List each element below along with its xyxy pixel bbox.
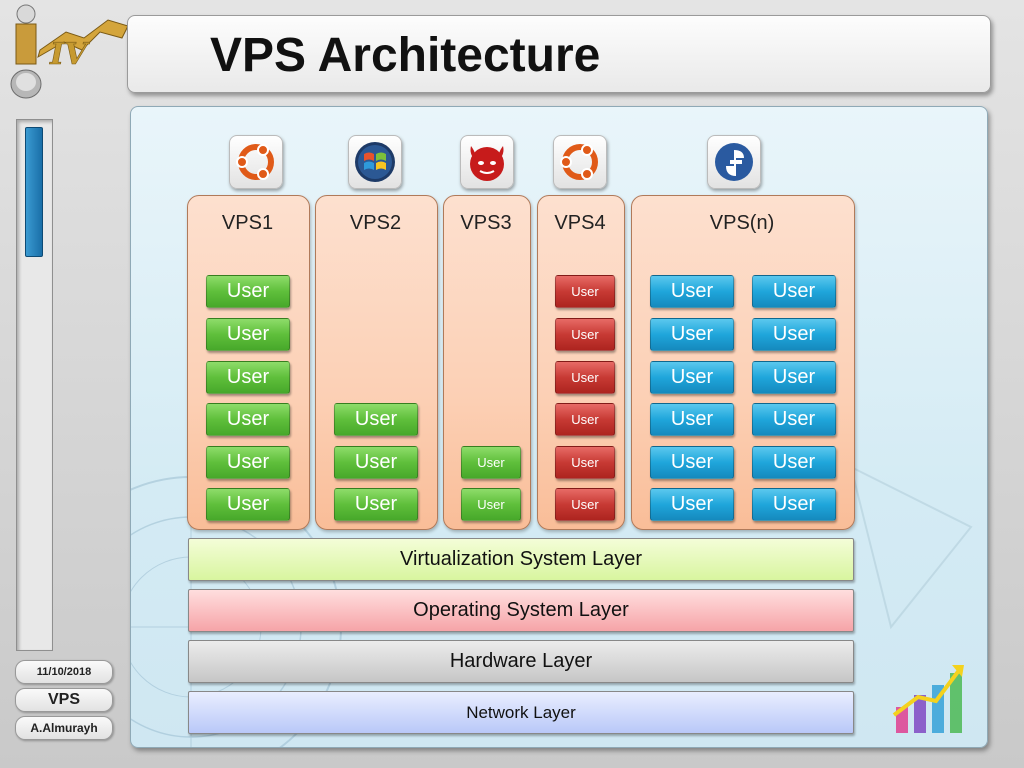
vps1-user-box: User	[206, 361, 290, 394]
vpsn-user-box: User	[650, 446, 734, 479]
vps3-user-box: User	[461, 446, 521, 479]
vpsn-user-box: User	[752, 446, 836, 479]
footer-author: A.Almurayh	[15, 716, 113, 740]
vpsn-user-box: User	[752, 361, 836, 394]
vpsn-user-box: User	[650, 488, 734, 521]
vps3-label: VPS3	[460, 212, 512, 234]
vps2-column	[315, 195, 438, 530]
vps1-user-box: User	[206, 275, 290, 308]
left-progress-rail	[16, 119, 53, 651]
vps4-user-box: User	[555, 361, 615, 394]
logo-icon: IV	[10, 4, 129, 99]
footer-date: 11/10/2018	[15, 660, 113, 684]
vps4-user-box: User	[555, 275, 615, 308]
vpsn-user-box: User	[650, 318, 734, 351]
vps4-user-box: User	[555, 318, 615, 351]
title-box	[127, 15, 991, 93]
left-progress-knob	[25, 127, 43, 257]
vpsn-user-box: User	[650, 403, 734, 436]
vps1-user-box: User	[206, 403, 290, 436]
page-title: VPS Architecture	[210, 29, 601, 82]
vps2-label: VPS2	[349, 212, 402, 234]
vps1-user-box: User	[206, 446, 290, 479]
vpsn-user-box: User	[650, 275, 734, 308]
vpsn-user-box: User	[752, 403, 836, 436]
vpsn-user-box: User	[752, 488, 836, 521]
vps2-user-box: User	[334, 488, 418, 521]
ubuntu-icon	[229, 135, 283, 189]
operating-system-layer: Operating System Layer	[188, 589, 854, 632]
freebsd-icon	[460, 135, 514, 189]
network-layer: Network Layer	[188, 691, 854, 734]
vps1-label: VPS1	[221, 212, 274, 234]
hardware-layer: Hardware Layer	[188, 640, 854, 683]
fedora-icon	[707, 135, 761, 189]
vpsn-label: VPS(n)	[709, 212, 775, 234]
svg-text:IV: IV	[49, 37, 90, 72]
vps4-user-box: User	[555, 403, 615, 436]
vps-chart-decoration	[892, 665, 964, 733]
vps4-label: VPS4	[554, 212, 606, 234]
windows-icon	[348, 135, 402, 189]
footer-topic: VPS	[15, 688, 113, 712]
vps1-user-box: User	[206, 488, 290, 521]
vpsn-user-box: User	[752, 318, 836, 351]
vps4-user-box: User	[555, 446, 615, 479]
vpsn-user-box: User	[650, 361, 734, 394]
vps2-user-box: User	[334, 403, 418, 436]
vps3-user-box: User	[461, 488, 521, 521]
vps4-user-box: User	[555, 488, 615, 521]
vps2-user-box: User	[334, 446, 418, 479]
ubuntu-icon	[553, 135, 607, 189]
vpsn-user-box: User	[752, 275, 836, 308]
virtualization-layer: Virtualization System Layer	[188, 538, 854, 581]
vps1-user-box: User	[206, 318, 290, 351]
vps3-column	[443, 195, 531, 530]
